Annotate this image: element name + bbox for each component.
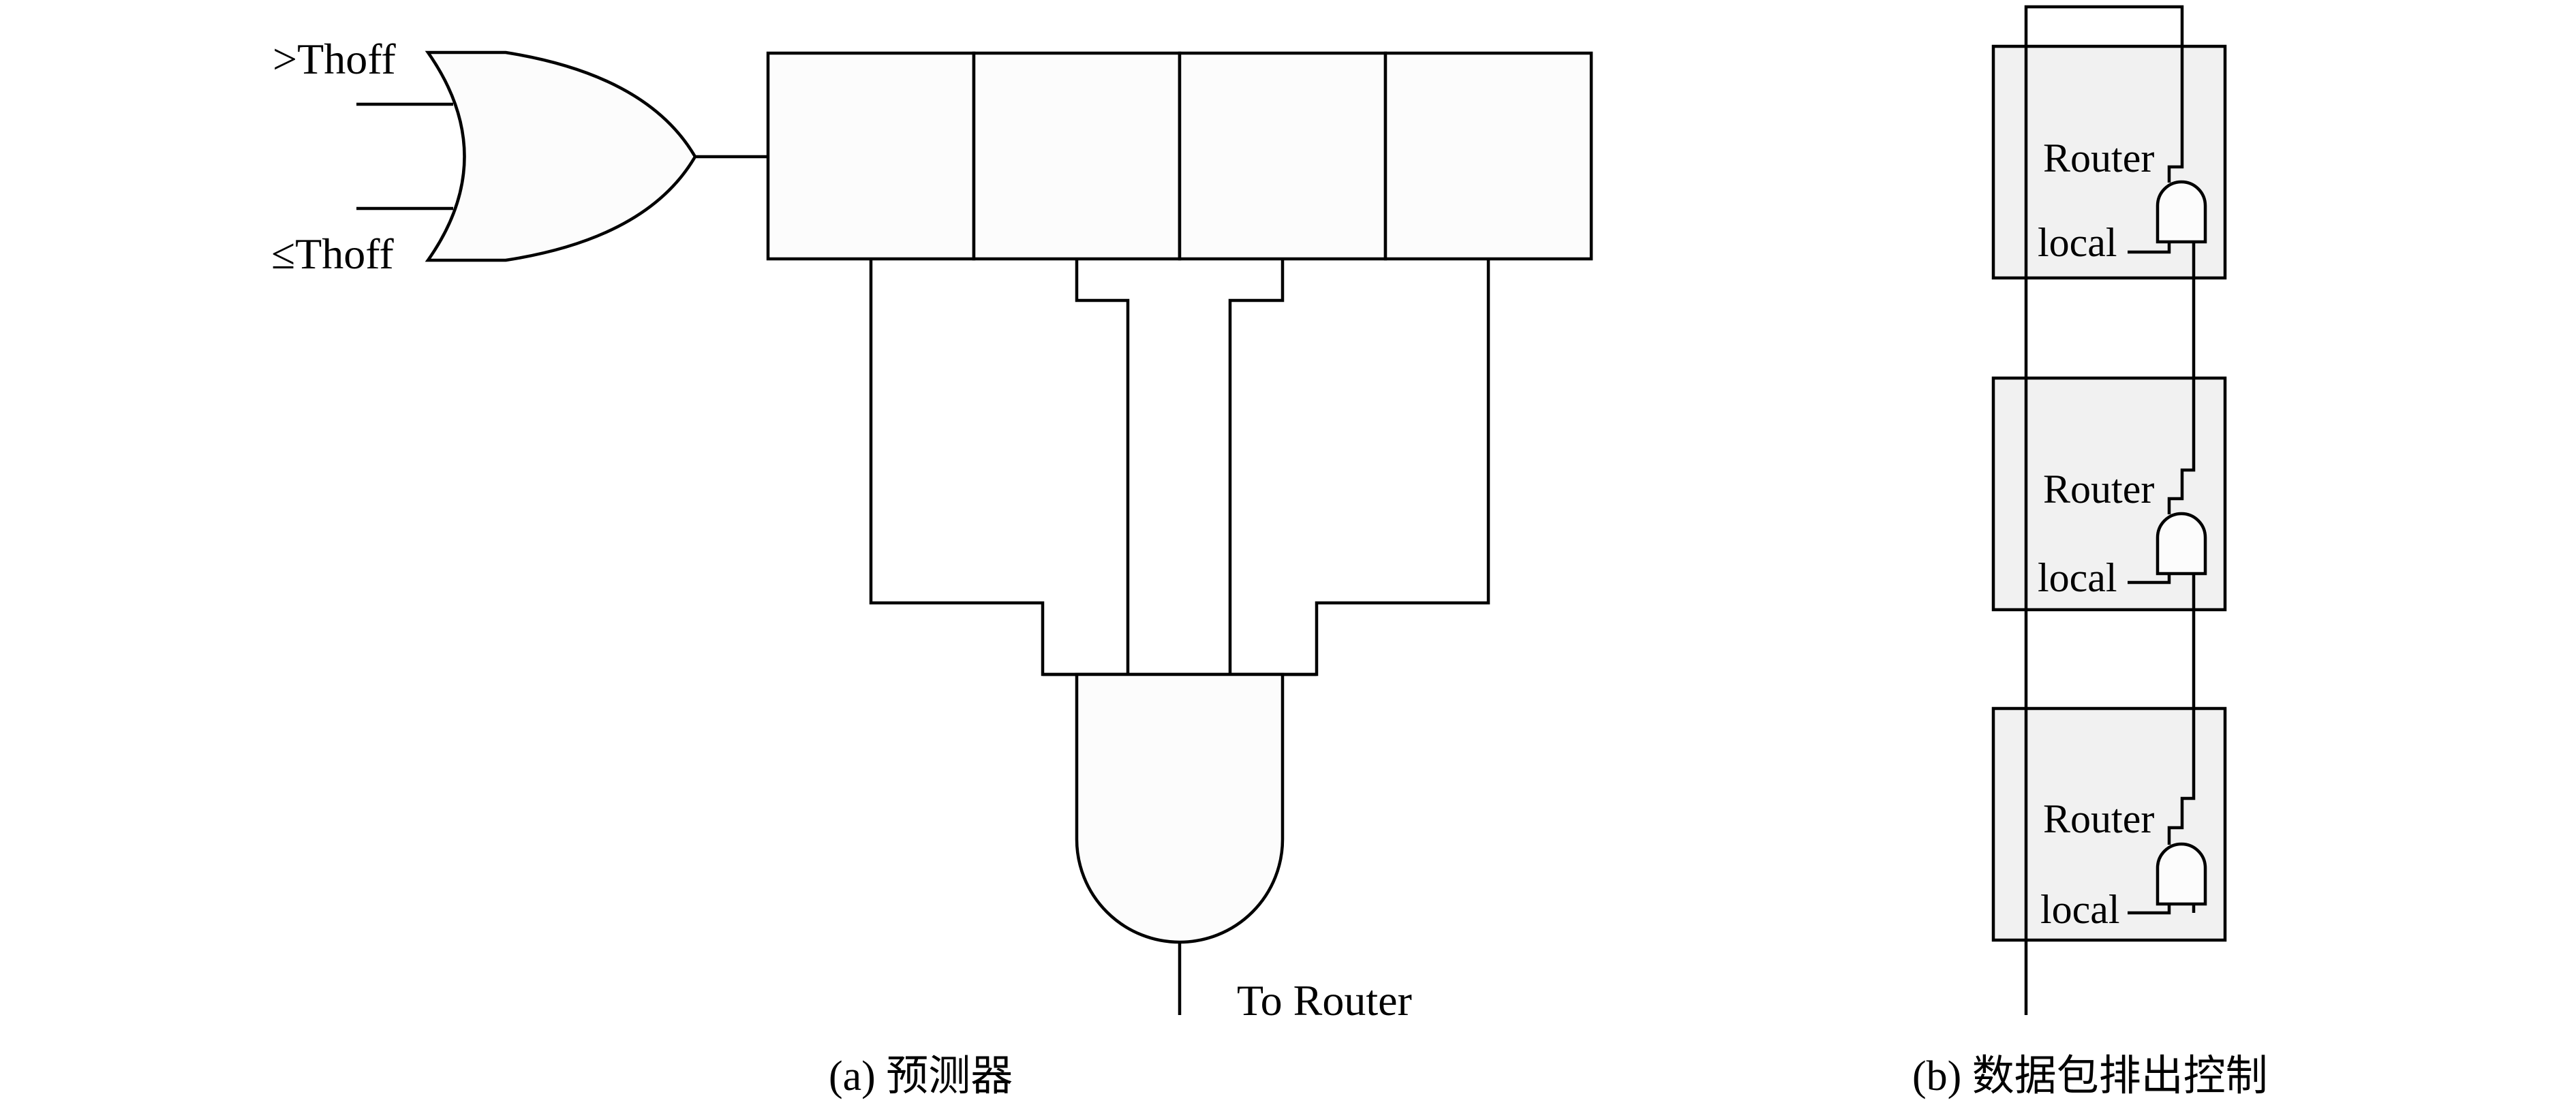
- cell-1-wire: [869, 259, 1128, 676]
- register-cell-3: [1178, 51, 1387, 261]
- chain-wire-1-2: [2167, 242, 2196, 514]
- router-2-and-gate: [2156, 512, 2207, 576]
- router-1-label: Router: [2043, 136, 2154, 181]
- cell-2-wire: [1075, 259, 1130, 674]
- router-3-and-gate: [2156, 842, 2207, 906]
- router-2-label: Router: [2043, 467, 2154, 512]
- caption-drain-control: (b) 数据包排出控制: [1912, 1053, 2268, 1100]
- drain-main-wire: [2024, 5, 2184, 1015]
- register-cell-2: [972, 51, 1182, 261]
- input-le-thoff-label: ≤Thoff: [271, 230, 394, 278]
- router-2-local-label: local: [2038, 555, 2117, 600]
- cell-3-wire: [1228, 259, 1285, 674]
- local-wire-1: [2128, 242, 2171, 254]
- or-gate: [425, 50, 697, 262]
- cell-4-wire: [1230, 259, 1490, 676]
- router-1-and-gate: [2156, 180, 2207, 244]
- drain-control-panel: Router local Router local Router local (…: [1912, 5, 2268, 1100]
- local-wire-2: [2128, 574, 2171, 584]
- router-3-local-label: local: [2040, 887, 2120, 932]
- caption-predictor: (a) 预测器: [829, 1053, 1013, 1100]
- local-wire-3: [2128, 904, 2171, 915]
- predictor-panel: >Thoff ≤Thoff To Router (a) 预测器: [271, 35, 1593, 1100]
- register-cell-1: [766, 51, 976, 261]
- to-router-label: To Router: [1237, 976, 1412, 1025]
- register-cell-4: [1383, 51, 1593, 261]
- input-gt-thoff-label: >Thoff: [273, 35, 396, 83]
- router-1-local-label: local: [2038, 220, 2117, 265]
- and-gate: [1075, 672, 1285, 944]
- chain-wire-2-3: [2167, 574, 2196, 845]
- router-3-label: Router: [2043, 796, 2154, 841]
